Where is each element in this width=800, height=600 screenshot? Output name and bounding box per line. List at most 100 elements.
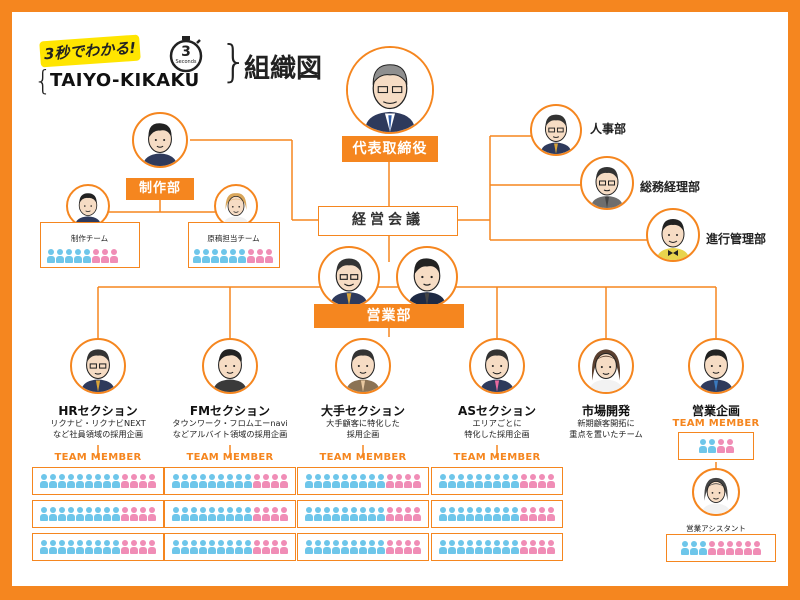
member-blue-icon bbox=[368, 507, 376, 521]
member-blue-icon bbox=[83, 249, 91, 263]
member-pink-icon bbox=[735, 541, 743, 555]
member-blue-icon bbox=[94, 540, 102, 554]
member-blue-icon bbox=[235, 540, 243, 554]
member-pink-icon bbox=[547, 540, 555, 554]
member-blue-icon bbox=[208, 540, 216, 554]
member-blue-icon bbox=[199, 540, 207, 554]
member-blue-icon bbox=[699, 541, 707, 555]
member-blue-icon bbox=[681, 541, 689, 555]
page-title: 組織図 bbox=[244, 54, 323, 84]
production-label-box: 制作部 bbox=[126, 178, 194, 200]
fm-section-avatar bbox=[202, 338, 258, 394]
member-blue-icon bbox=[74, 249, 82, 263]
ceo-avatar bbox=[346, 46, 434, 134]
member-blue-icon bbox=[475, 507, 483, 521]
major-section-title: 大手セクション bbox=[320, 404, 405, 418]
member-blue-icon bbox=[217, 474, 225, 488]
member-pink-icon bbox=[708, 541, 716, 555]
member-blue-icon bbox=[439, 540, 447, 554]
fm-section-title: FMセクション bbox=[189, 404, 271, 418]
member-blue-icon bbox=[314, 540, 322, 554]
member-blue-icon bbox=[202, 249, 210, 263]
member-blue-icon bbox=[511, 540, 519, 554]
member-pink-icon bbox=[520, 540, 528, 554]
member-blue-icon bbox=[76, 507, 84, 521]
member-pink-icon bbox=[265, 249, 273, 263]
member-blue-icon bbox=[314, 507, 322, 521]
member-blue-icon bbox=[199, 474, 207, 488]
member-blue-icon bbox=[341, 540, 349, 554]
member-pink-icon bbox=[520, 507, 528, 521]
member-blue-icon bbox=[511, 507, 519, 521]
manuscript-team-box: 原稿担当チーム bbox=[188, 222, 280, 268]
member-blue-icon bbox=[359, 474, 367, 488]
member-pink-icon bbox=[101, 249, 109, 263]
sales-head-avatar-2 bbox=[396, 246, 458, 308]
member-blue-icon bbox=[475, 474, 483, 488]
member-blue-icon bbox=[359, 540, 367, 554]
member-blue-icon bbox=[172, 474, 180, 488]
member-pink-icon bbox=[262, 507, 270, 521]
team-member-row bbox=[431, 467, 563, 495]
member-blue-icon bbox=[40, 507, 48, 521]
member-blue-icon bbox=[112, 507, 120, 521]
member-blue-icon bbox=[502, 507, 510, 521]
member-blue-icon bbox=[190, 474, 198, 488]
member-blue-icon bbox=[332, 507, 340, 521]
member-pink-icon bbox=[262, 540, 270, 554]
member-blue-icon bbox=[332, 540, 340, 554]
member-pink-icon bbox=[744, 541, 752, 555]
production-label: 制作部 bbox=[138, 181, 181, 196]
market-dev-desc: 新期顧客開拓に 重点を置いたチーム bbox=[569, 418, 643, 439]
production-team-label: 制作チーム bbox=[70, 234, 109, 243]
member-blue-icon bbox=[493, 474, 501, 488]
member-pink-icon bbox=[121, 474, 129, 488]
member-pink-icon bbox=[547, 474, 555, 488]
member-pink-icon bbox=[271, 507, 279, 521]
member-blue-icon bbox=[76, 540, 84, 554]
member-pink-icon bbox=[130, 474, 138, 488]
member-pink-icon bbox=[110, 249, 118, 263]
sales-assistant-label: 営業アシスタント bbox=[686, 524, 746, 533]
member-blue-icon bbox=[341, 474, 349, 488]
member-blue-icon bbox=[103, 540, 111, 554]
member-blue-icon bbox=[76, 474, 84, 488]
member-pink-icon bbox=[280, 474, 288, 488]
member-pink-icon bbox=[253, 474, 261, 488]
member-blue-icon bbox=[377, 474, 385, 488]
member-pink-icon bbox=[529, 474, 537, 488]
member-blue-icon bbox=[332, 474, 340, 488]
member-pink-icon bbox=[148, 507, 156, 521]
member-blue-icon bbox=[238, 249, 246, 263]
company-name: { TAIYO-KIKAKU bbox=[34, 64, 200, 97]
member-blue-icon bbox=[377, 540, 385, 554]
member-pink-icon bbox=[130, 507, 138, 521]
hr-team-member-label: TEAM MEMBER bbox=[54, 452, 142, 463]
brace-icon: } bbox=[220, 36, 248, 87]
member-blue-icon bbox=[190, 507, 198, 521]
member-blue-icon bbox=[40, 540, 48, 554]
market-dev-title: 市場開発 bbox=[581, 404, 630, 418]
member-blue-icon bbox=[466, 474, 474, 488]
team-member-row bbox=[431, 500, 563, 528]
sales-planning-avatar bbox=[688, 338, 744, 394]
member-blue-icon bbox=[457, 507, 465, 521]
member-pink-icon bbox=[130, 540, 138, 554]
hr-section-desc: リクナビ・リクナビNEXT など社員領域の採用企画 bbox=[50, 418, 146, 439]
member-blue-icon bbox=[220, 249, 228, 263]
member-blue-icon bbox=[244, 507, 252, 521]
member-pink-icon bbox=[121, 507, 129, 521]
member-pink-icon bbox=[262, 474, 270, 488]
member-blue-icon bbox=[67, 474, 75, 488]
member-pink-icon bbox=[271, 474, 279, 488]
member-blue-icon bbox=[94, 507, 102, 521]
general-affairs-label: 総務経理部 bbox=[640, 180, 701, 194]
member-pink-icon bbox=[92, 249, 100, 263]
member-pink-icon bbox=[386, 540, 394, 554]
member-blue-icon bbox=[359, 507, 367, 521]
member-blue-icon bbox=[350, 474, 358, 488]
market-dev-avatar bbox=[578, 338, 634, 394]
hr-dept-avatar bbox=[530, 104, 582, 156]
member-blue-icon bbox=[466, 540, 474, 554]
member-pink-icon bbox=[148, 474, 156, 488]
